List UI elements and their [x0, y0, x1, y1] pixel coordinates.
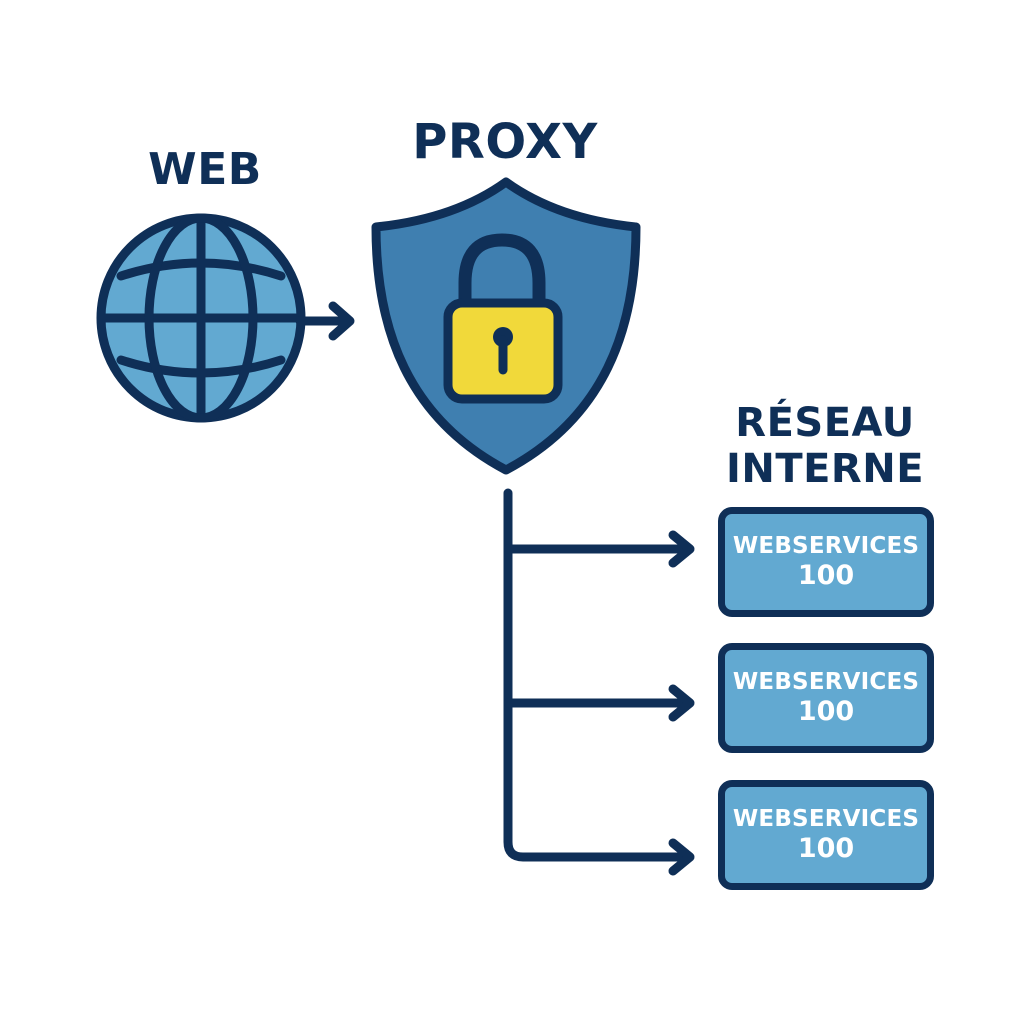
webservice-box: WEBSERVICES 100: [718, 507, 934, 617]
webservice-count: 100: [797, 832, 855, 864]
branch-arrow-1-icon: [503, 530, 695, 568]
globe-icon: [96, 213, 306, 423]
webservice-name: WEBSERVICES: [732, 669, 920, 695]
proxy-label: PROXY: [412, 114, 598, 170]
web-label: WEB: [148, 144, 262, 195]
web-to-proxy-arrow-icon: [295, 301, 355, 341]
webservice-name: WEBSERVICES: [732, 533, 920, 559]
webservice-box: WEBSERVICES 100: [718, 780, 934, 890]
lock-icon: [443, 233, 563, 404]
internal-network-label: RÉSEAU INTERNE: [725, 400, 925, 493]
webservice-box: WEBSERVICES 100: [718, 643, 934, 753]
webservice-count: 100: [797, 559, 855, 591]
distribution-line: [503, 488, 690, 862]
branch-arrow-3-icon: [668, 838, 695, 876]
branch-arrow-2-icon: [503, 684, 695, 722]
webservice-name: WEBSERVICES: [732, 806, 920, 832]
webservice-count: 100: [797, 695, 855, 727]
